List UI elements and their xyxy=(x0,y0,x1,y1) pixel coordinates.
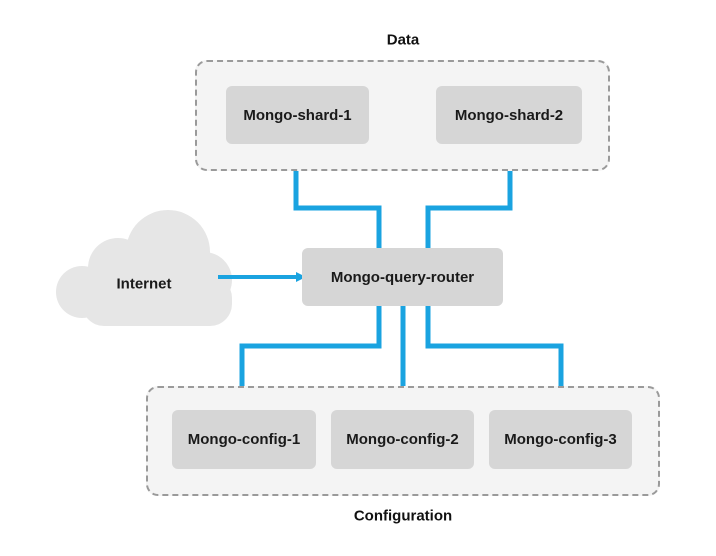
connector-shard2-router xyxy=(425,146,513,249)
connector-shard1-router xyxy=(293,146,382,249)
mongo-config-2-node[interactable]: Mongo-config-2 xyxy=(331,410,474,469)
mongo-config-3-node[interactable]: Mongo-config-3 xyxy=(489,410,632,469)
internet-label: Internet xyxy=(116,275,172,293)
mongo-query-router-node[interactable]: Mongo-query-router xyxy=(302,248,503,306)
connector-router-config1 xyxy=(239,306,382,410)
cloud-icon xyxy=(56,210,232,326)
mongo-config-1-node[interactable]: Mongo-config-1 xyxy=(172,410,316,469)
mongo-shard-1-node[interactable]: Mongo-shard-1 xyxy=(226,86,369,144)
configuration-group-label: Configuration xyxy=(353,507,453,525)
mongo-shard-2-node[interactable]: Mongo-shard-2 xyxy=(436,86,582,144)
connector-router-config3 xyxy=(425,306,564,410)
data-group-label: Data xyxy=(386,31,420,49)
